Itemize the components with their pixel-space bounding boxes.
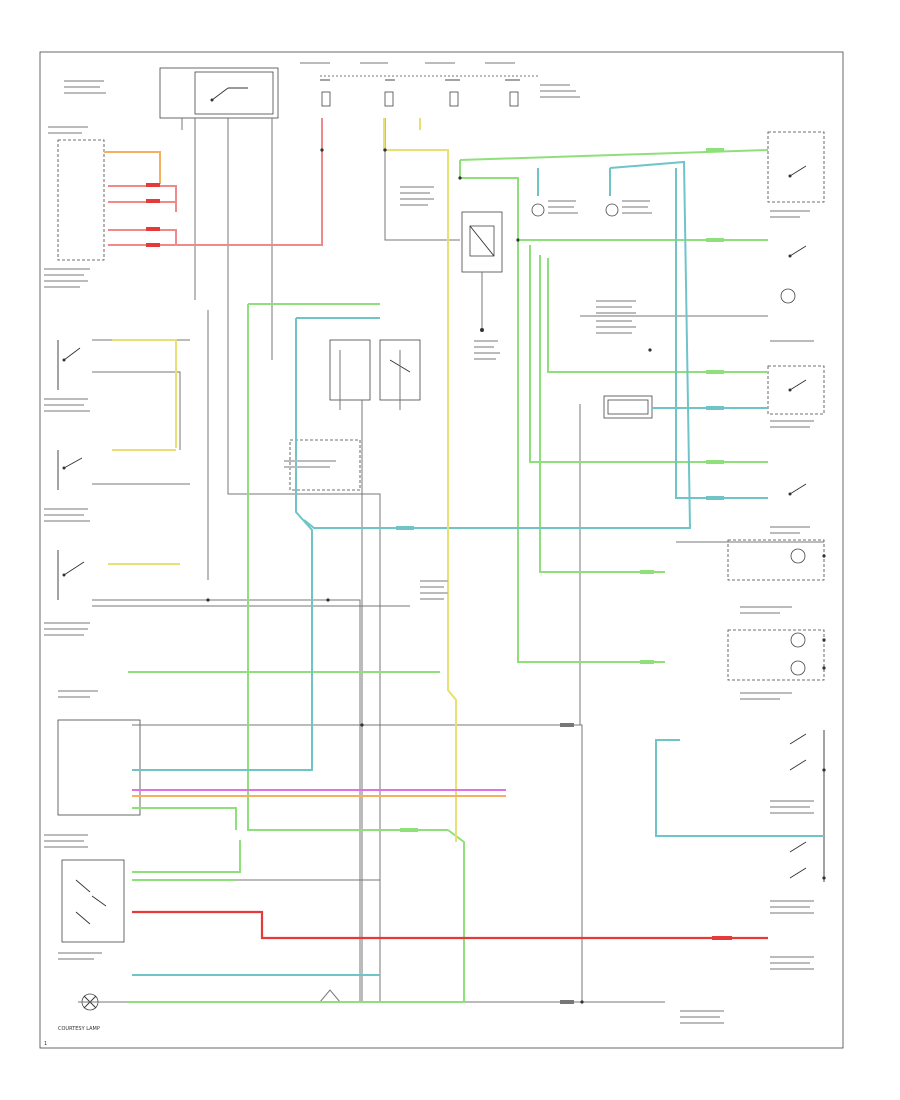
left-components [57, 139, 141, 1011]
diagram-border [39, 51, 844, 1049]
page-number: 1 [44, 1041, 47, 1047]
footer-caption: COURTESY LAMP [58, 1026, 100, 1032]
green-wires [128, 149, 769, 1003]
right-switches [727, 131, 825, 882]
junction-dots [206, 148, 826, 1004]
fuse-panel [159, 67, 540, 119]
wire-tags [146, 148, 732, 1004]
red-wires [104, 118, 768, 940]
gray-wires [78, 118, 824, 1003]
cyan-wires [132, 160, 824, 976]
label-marks [44, 62, 814, 1024]
yellow-wires [108, 118, 457, 842]
